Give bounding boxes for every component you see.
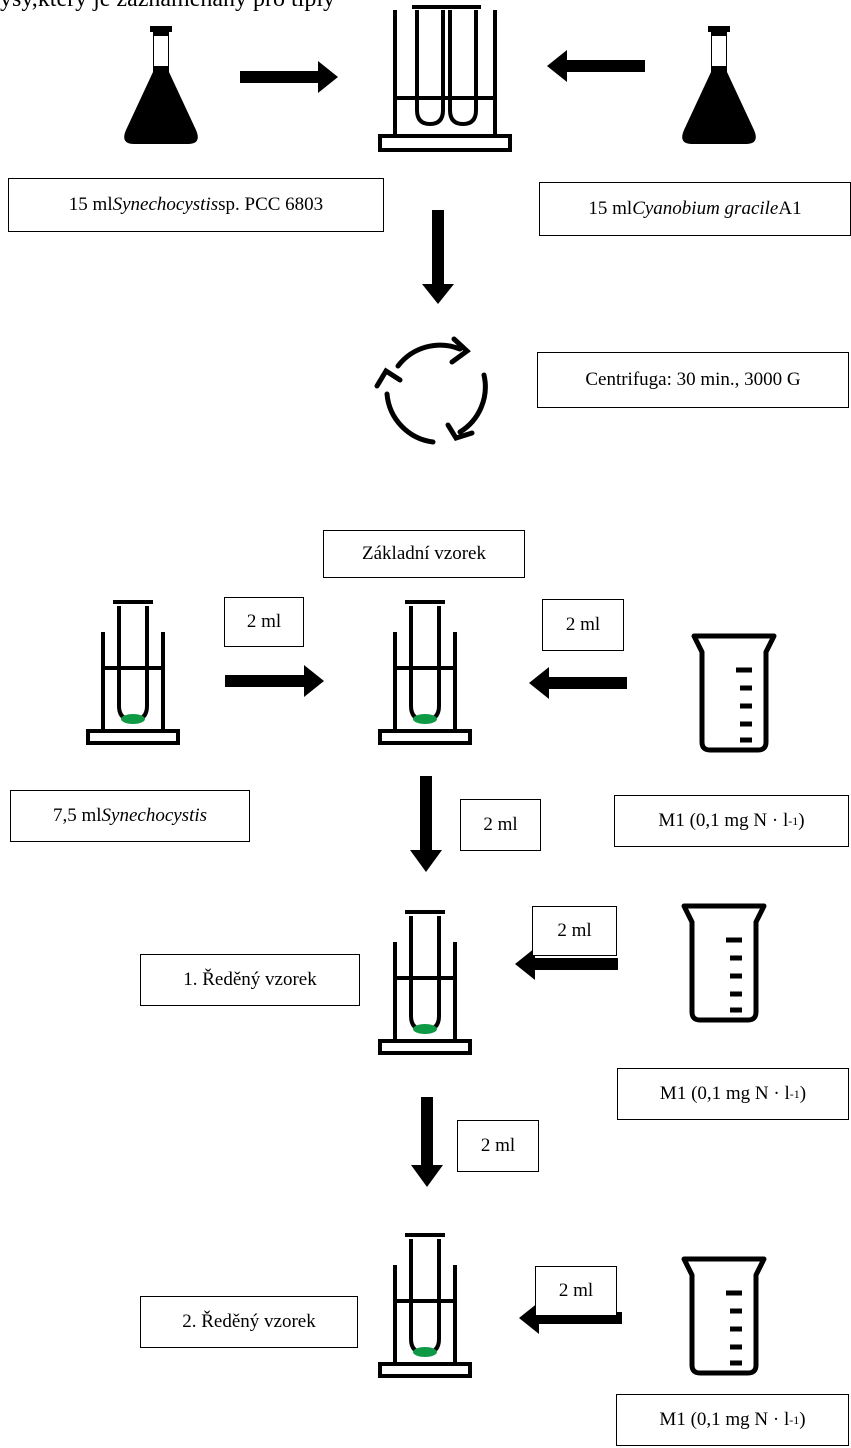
- volume-label: 2 ml: [542, 599, 624, 651]
- flask-icon-left: [124, 26, 198, 144]
- flask-icon-right: [682, 26, 756, 144]
- medium-label: M1 (0,1 mg N · l-1): [616, 1394, 849, 1446]
- arrow-left-icon: [529, 667, 627, 699]
- volume-label: 2 ml: [224, 597, 304, 647]
- test-tube-rack-icon: [378, 5, 512, 152]
- beaker-icon: [694, 636, 774, 750]
- test-tube-stand-icon: [378, 910, 472, 1055]
- arrow-left-icon: [547, 50, 645, 82]
- synechocystis-75ml-label: 7,5 ml Synechocystis: [10, 790, 250, 842]
- centrifuge-label: Centrifuga: 30 min., 3000 G: [537, 352, 849, 408]
- beaker-icon: [684, 906, 764, 1020]
- arrow-down-icon: [410, 776, 442, 872]
- volume-label: 2 ml: [535, 1266, 617, 1316]
- dilution-2-label: 2. Ředěný vzorek: [140, 1296, 358, 1348]
- base-sample-label: Základní vzorek: [323, 530, 525, 578]
- arrow-down-icon: [411, 1097, 443, 1187]
- test-tube-stand-icon: [86, 600, 180, 745]
- volume-label: 2 ml: [532, 906, 617, 956]
- medium-label: M1 (0,1 mg N · l-1): [617, 1068, 849, 1120]
- dilution-1-label: 1. Ředěný vzorek: [140, 954, 360, 1006]
- volume-label: 2 ml: [457, 1120, 539, 1172]
- arrow-right-icon: [225, 665, 324, 697]
- cyanobium-15ml-label: 15 ml Cyanobium gracile A1: [539, 182, 851, 236]
- synechocystis-15ml-label: 15 ml Synechocystis sp. PCC 6803: [8, 178, 384, 232]
- test-tube-stand-icon: [378, 1233, 472, 1378]
- beaker-icon: [684, 1259, 764, 1373]
- medium-label: M1 (0,1 mg N · l-1): [614, 795, 849, 847]
- arrow-right-icon: [240, 61, 338, 93]
- arrow-down-icon: [422, 210, 454, 304]
- header-text-fragment: ysy,ktery je zaznamenany pro tlply: [0, 0, 335, 13]
- volume-label: 2 ml: [460, 799, 541, 851]
- test-tube-stand-icon: [378, 600, 472, 745]
- arrow-left-icon: [515, 948, 618, 980]
- centrifuge-cycle-icon: [374, 336, 488, 445]
